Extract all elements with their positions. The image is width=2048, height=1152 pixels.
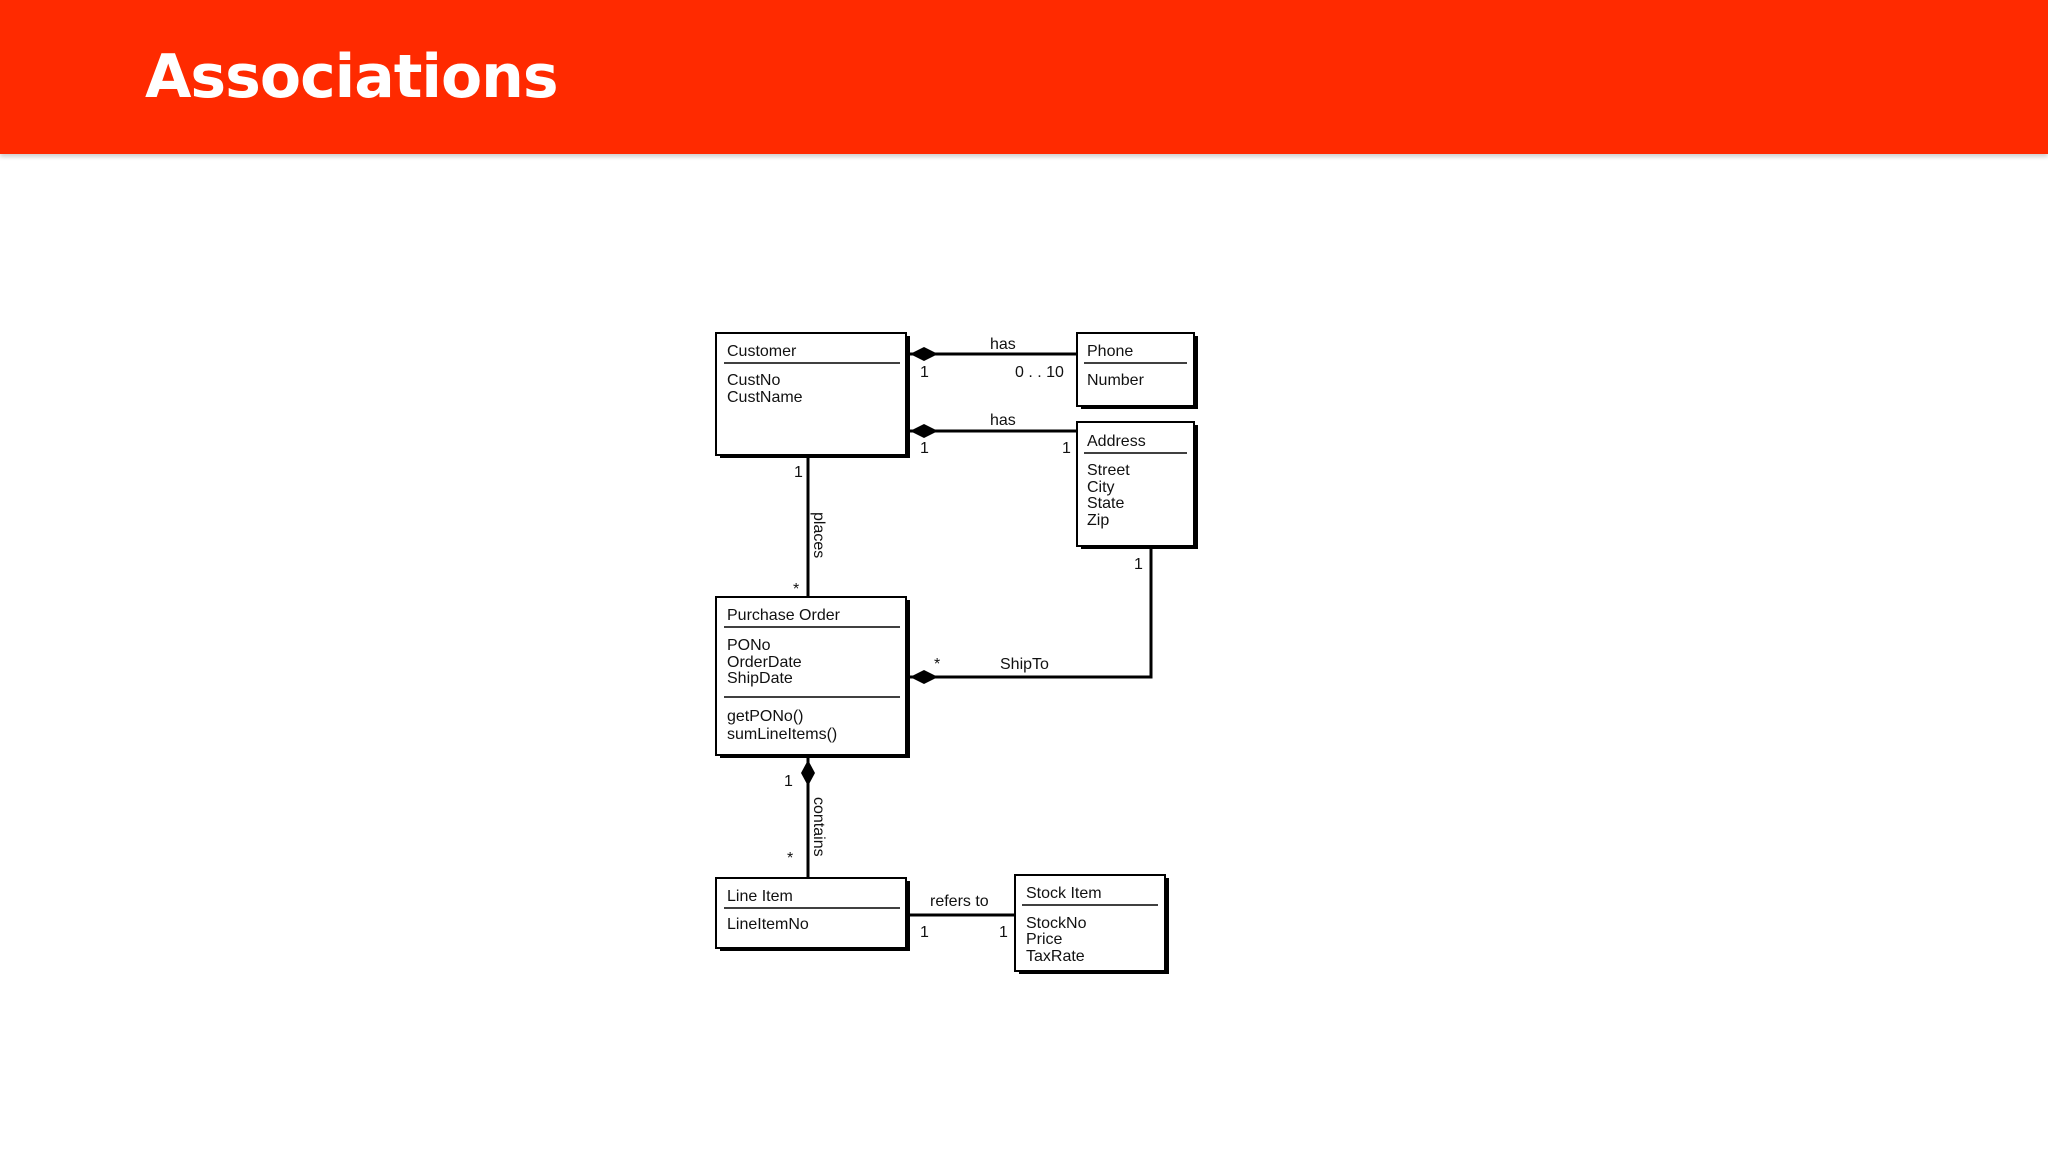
assoc-label: has — [990, 412, 1016, 429]
class-attribute: StockNo — [1026, 915, 1087, 932]
multiplicity: * — [787, 850, 793, 867]
class-attribute: PONo — [727, 637, 771, 654]
class-operation: sumLineItems() — [727, 726, 837, 743]
class-attribute: Zip — [1087, 512, 1109, 529]
class-name: Line Item — [727, 888, 793, 905]
class-attribute: ShipDate — [727, 670, 793, 687]
title-bar: Associations — [0, 0, 2048, 154]
multiplicity: 1 — [920, 924, 929, 941]
class-phone[interactable]: Phone Number — [1076, 332, 1198, 409]
class-attribute: CustName — [727, 389, 803, 406]
class-attribute: City — [1087, 479, 1115, 496]
multiplicity: 1 — [784, 773, 793, 790]
multiplicity: 1 — [999, 924, 1008, 941]
multiplicity: * — [793, 581, 799, 598]
assoc-po-address-diamond — [910, 670, 938, 684]
class-purchase-order[interactable]: Purchase Order PONo OrderDate ShipDate g… — [715, 596, 910, 758]
assoc-label: has — [990, 336, 1016, 353]
class-name: Customer — [727, 343, 797, 360]
class-attribute: CustNo — [727, 372, 780, 389]
multiplicity: * — [934, 656, 940, 673]
assoc-label: ShipTo — [1000, 656, 1049, 673]
class-customer[interactable]: Customer CustNo CustName — [715, 332, 910, 458]
class-name: Phone — [1087, 343, 1133, 360]
multiplicity: 1 — [1134, 556, 1143, 573]
slide-title: Associations — [145, 42, 559, 112]
class-attribute: LineItemNo — [727, 916, 809, 933]
class-stock-item[interactable]: Stock Item StockNo Price TaxRate — [1014, 874, 1169, 974]
class-attribute: State — [1087, 495, 1124, 512]
assoc-po-address-line — [910, 548, 1153, 679]
class-attribute: Street — [1087, 462, 1130, 479]
assoc-label: refers to — [930, 893, 989, 910]
class-attribute: Number — [1087, 372, 1145, 389]
multiplicity: 1 — [794, 464, 803, 481]
class-operation: getPONo() — [727, 708, 803, 725]
multiplicity: 1 — [1062, 440, 1071, 457]
class-attribute: OrderDate — [727, 654, 802, 671]
assoc-label: places — [810, 512, 827, 558]
class-attribute: TaxRate — [1026, 948, 1085, 965]
class-name: Address — [1087, 433, 1146, 450]
assoc-label: contains — [810, 797, 827, 857]
assoc-customer-address-diamond — [910, 424, 938, 438]
multiplicity: 1 — [920, 440, 929, 457]
multiplicity: 0 . . 10 — [1015, 364, 1064, 381]
class-name: Stock Item — [1026, 885, 1102, 902]
assoc-po-lineitem-diamond — [801, 760, 815, 786]
class-line-item[interactable]: Line Item LineItemNo — [715, 877, 910, 951]
assoc-customer-phone-diamond — [910, 347, 938, 361]
class-address[interactable]: Address Street City State Zip — [1076, 421, 1198, 549]
class-name: Purchase Order — [727, 607, 841, 624]
class-attribute: Price — [1026, 931, 1063, 948]
multiplicity: 1 — [920, 364, 929, 381]
